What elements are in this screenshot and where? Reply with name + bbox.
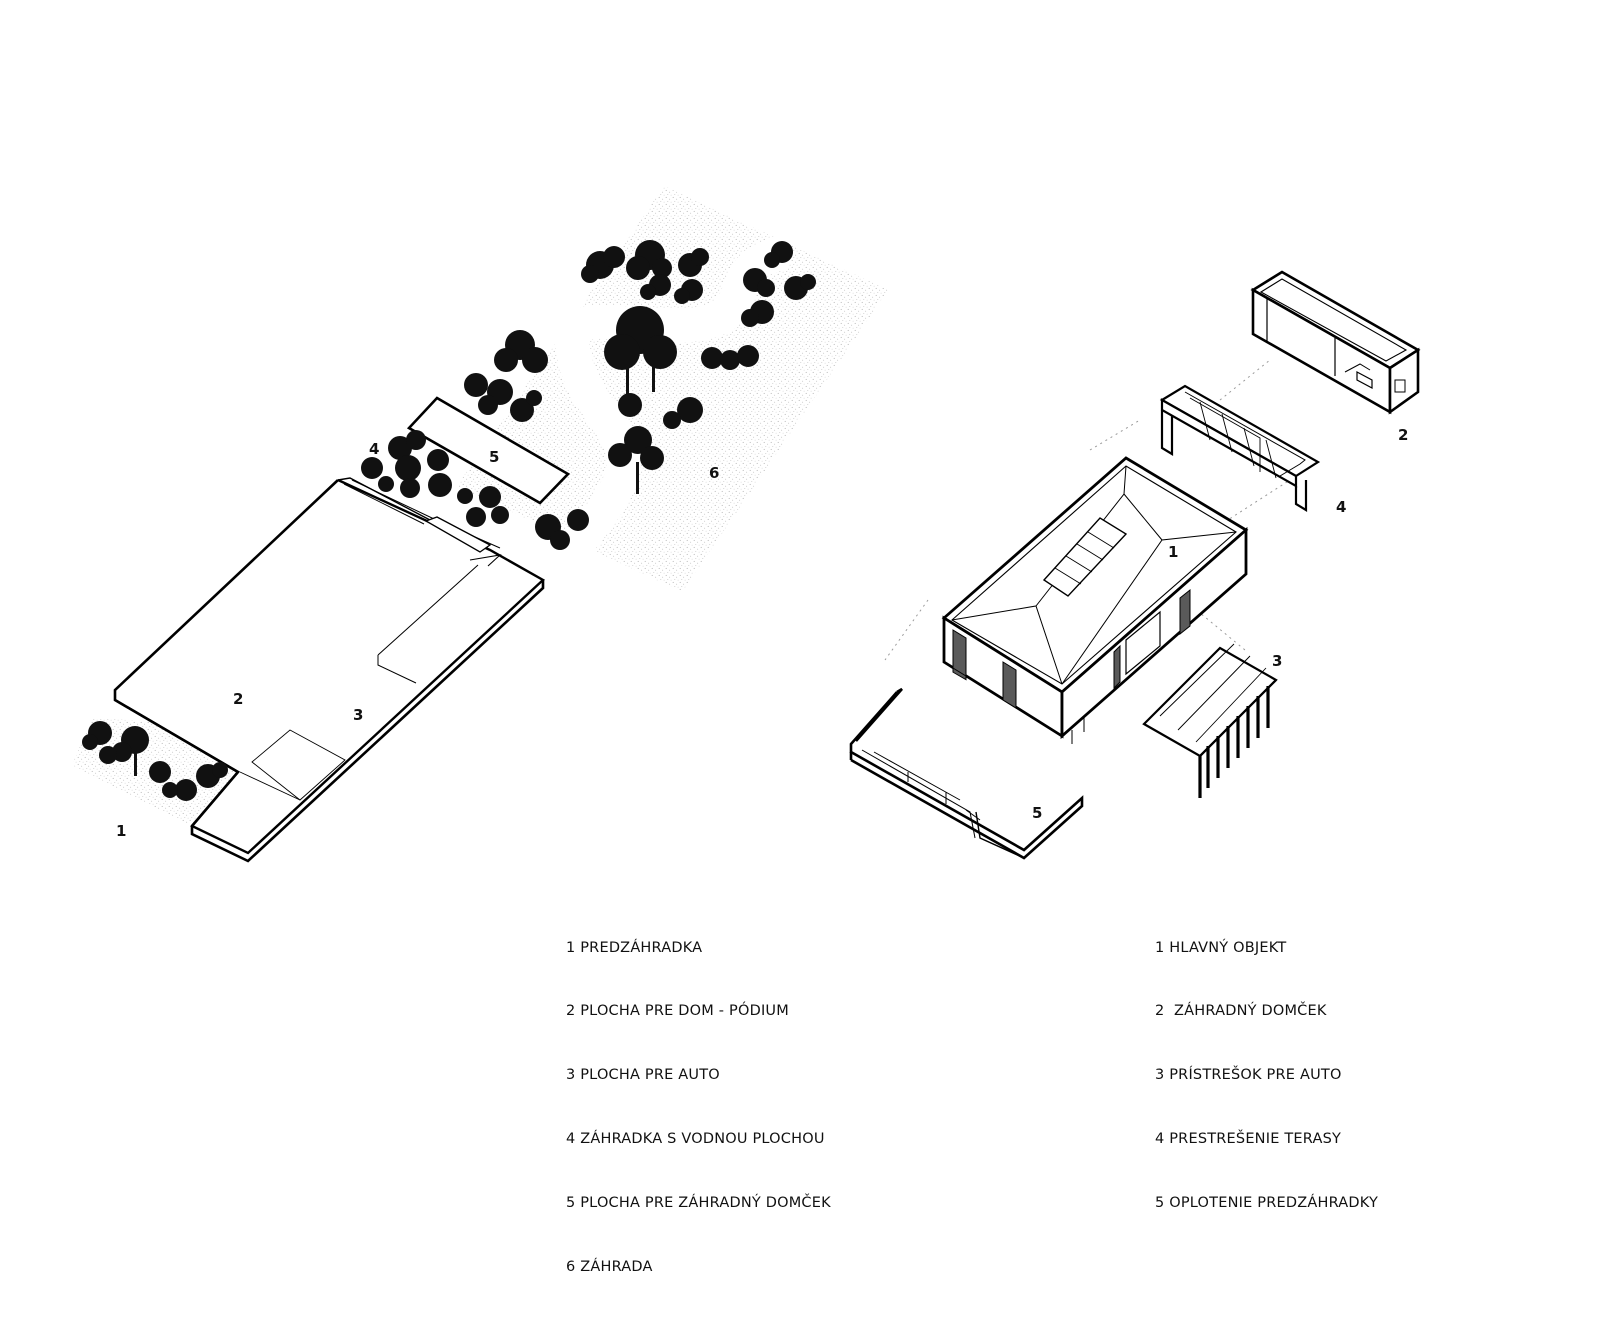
axonometric-drawing [72, 186, 1421, 863]
front-fence [849, 687, 1084, 860]
site-label-1: 1 [116, 822, 127, 840]
site-label-4: 4 [369, 440, 380, 458]
legend-item: 4 ZÁHRADKA S VODNOU PLOCHOU [566, 1131, 825, 1148]
window-icon [1002, 661, 1017, 709]
site-label-6: 6 [709, 464, 720, 482]
exploded-label-4: 4 [1336, 498, 1347, 516]
legend-item: 1 HLAVNÝ OBJEKT [1155, 939, 1287, 956]
water-garden-trees [361, 430, 452, 498]
exploded-label-5: 5 [1032, 804, 1043, 822]
tree-icon [626, 240, 672, 280]
main-podium [113, 477, 546, 863]
site-label-2: 2 [233, 690, 244, 708]
tree-icon [701, 345, 759, 370]
legend-item: 4 PRESTREŠENIE TERASY [1155, 1131, 1342, 1148]
tree-icon [457, 488, 473, 504]
exploded-view [849, 270, 1421, 860]
legend-item: 5 OPLOTENIE PREDZÁHRADKY [1155, 1195, 1379, 1212]
tree-icon [535, 509, 589, 550]
garden-trees [457, 240, 816, 550]
tree-icon [494, 330, 548, 373]
tree-icon [618, 393, 703, 429]
legend-item: 5 PLOCHA PRE ZÁHRADNÝ DOMČEK [566, 1195, 831, 1212]
axonometric-diagram-sheet: 1 2 3 4 5 6 1 2 3 4 5 1 PREDZÁHRADKA 2 P… [72, 186, 1421, 1275]
site-plan-legend: 1 PREDZÁHRADKA 2 PLOCHA PRE DOM - PÓDIUM… [566, 895, 831, 1321]
legend-item: 1 PREDZÁHRADKA [566, 939, 703, 956]
main-building [941, 456, 1249, 744]
legend-item: 6 ZÁHRADA [566, 1259, 653, 1276]
car-area-outline [377, 564, 479, 684]
window-icon [1113, 644, 1121, 690]
platform-5-garden-house [406, 396, 571, 505]
terrace-roof [1159, 384, 1321, 512]
garden-ground [457, 186, 888, 592]
tree-icon [510, 390, 542, 422]
tree-icon [674, 279, 703, 304]
legend-item: 2 ZÁHRADNÝ DOMČEK [1155, 1003, 1327, 1020]
window-icon [952, 629, 967, 677]
legend-item: 2 PLOCHA PRE DOM - PÓDIUM [566, 1003, 789, 1020]
exploded-label-2: 2 [1398, 426, 1409, 444]
tree-icon [743, 268, 775, 297]
exploded-view-legend: 1 HLAVNÝ OBJEKT 2 ZÁHRADNÝ DOMČEK 3 PRÍS… [1155, 895, 1378, 1257]
legend-item: 3 PLOCHA PRE AUTO [566, 1067, 720, 1084]
legend-item: 3 PRÍSTREŠOK PRE AUTO [1155, 1067, 1342, 1084]
tree-icon [464, 373, 513, 415]
tree-icon [640, 274, 671, 300]
garden-house [1250, 270, 1421, 415]
tree-icon [466, 486, 509, 527]
tree-icon [581, 246, 625, 283]
tree-icon [604, 306, 677, 396]
exploded-label-1: 1 [1168, 543, 1179, 561]
site-plan [72, 186, 888, 863]
site-label-3: 3 [353, 706, 364, 724]
tree-icon [764, 241, 793, 268]
tree-icon [784, 274, 816, 300]
exploded-label-3: 3 [1272, 652, 1283, 670]
carport [1142, 643, 1278, 798]
tree-icon [741, 300, 774, 327]
garden-path [523, 238, 792, 607]
site-label-5: 5 [489, 448, 500, 466]
tree-icon [608, 426, 664, 494]
front-garden-trees [82, 721, 228, 801]
window-icon [1179, 588, 1191, 636]
tree-icon [678, 248, 709, 277]
